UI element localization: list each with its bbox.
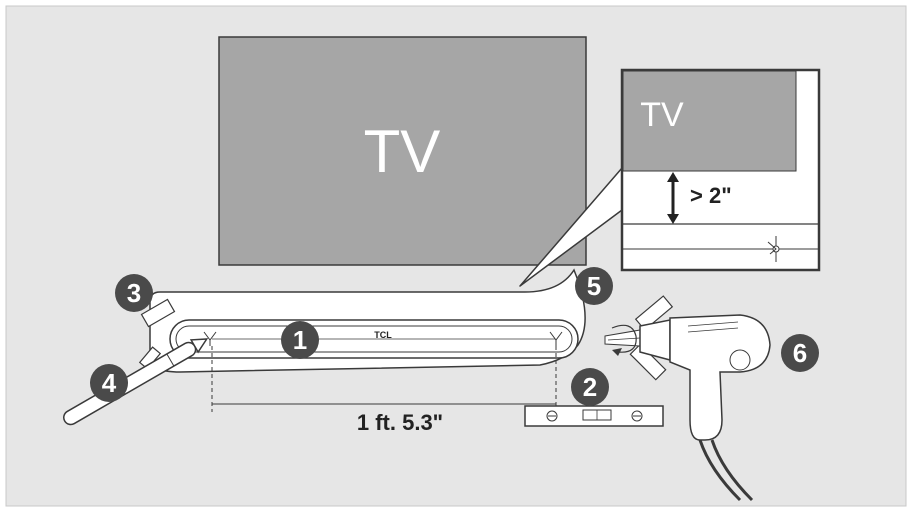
distance-label: 1 ft. 5.3" <box>357 410 443 435</box>
tv-label: TV <box>364 118 441 185</box>
mounting-template: TCL <box>149 268 586 373</box>
tv: TV <box>218 36 587 266</box>
right-screw-mark <box>549 331 563 346</box>
step-badge-3: 3 <box>115 274 153 312</box>
clearance-arrow <box>667 172 679 224</box>
step-number-4: 4 <box>102 368 117 398</box>
step-number-6: 6 <box>793 338 807 368</box>
step-badge-5: 5 <box>575 267 613 305</box>
zoom-inset: TV > 2" <box>620 68 821 272</box>
step-badge-2: 2 <box>571 368 609 406</box>
soundbar-brand: TCL <box>374 330 392 340</box>
step-number-1: 1 <box>293 325 307 355</box>
tape-piece-left-top <box>140 298 176 328</box>
spirit-level <box>524 405 664 427</box>
step-badge-6: 6 <box>781 334 819 372</box>
distance-dimension <box>211 346 557 412</box>
step-number-3: 3 <box>127 278 141 308</box>
zoom-mark <box>767 236 780 262</box>
step-number-2: 2 <box>583 372 597 402</box>
pencil <box>63 338 209 426</box>
step-badge-1: 1 <box>281 321 319 359</box>
step-number-5: 5 <box>587 271 601 301</box>
drill <box>604 295 771 502</box>
left-screw-mark <box>203 331 217 346</box>
clearance-label: > 2" <box>690 183 732 208</box>
step-badge-4: 4 <box>90 364 128 402</box>
zoom-tv-label: TV <box>640 96 684 134</box>
zoom-tv <box>622 70 797 172</box>
